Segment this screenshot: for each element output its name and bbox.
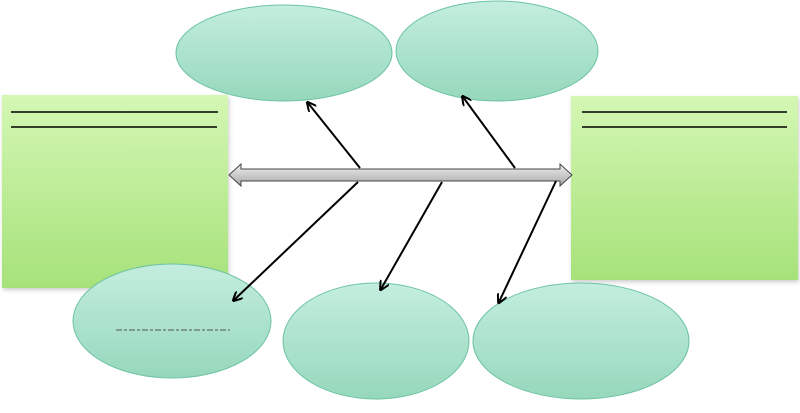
left-note-box xyxy=(2,95,228,288)
cause-ellipse-bottom-right xyxy=(472,282,690,400)
arrow-to-bottom-left xyxy=(234,181,359,300)
arrow-to-top-right xyxy=(463,97,516,169)
cause-ellipse-bottom-middle xyxy=(282,282,470,400)
arrow-to-bottom-middle xyxy=(381,181,443,289)
cause-ellipse-top-left xyxy=(175,4,393,102)
arrow-to-top-left xyxy=(308,103,361,169)
arrow-to-bottom-right xyxy=(499,180,557,302)
cause-ellipse-top-right xyxy=(395,0,599,102)
cause-ellipse-bottom-left xyxy=(72,263,272,379)
cause-arrows xyxy=(234,97,557,302)
right-note-box xyxy=(571,96,798,280)
spine-double-arrow xyxy=(228,162,573,188)
